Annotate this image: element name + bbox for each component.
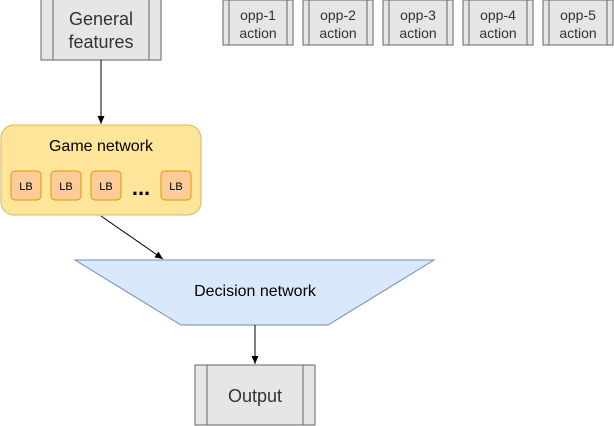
opp-1-line2: action (239, 25, 276, 41)
opp-5-line1: opp-5 (560, 7, 596, 23)
decision-network-label: Decision network (194, 283, 317, 300)
opp-4-line2: action (479, 25, 516, 41)
game-network-box: Game network LB LB LB ... LB (0, 124, 202, 216)
ellipsis: ... (132, 175, 150, 200)
opp-2-action-box: opp-2 action (302, 0, 374, 46)
lb-block: LB (10, 170, 42, 201)
opp-2-line2: action (319, 25, 356, 41)
lb-label: LB (99, 181, 112, 193)
lb-block: LB (160, 170, 192, 201)
lb-block: LB (50, 170, 82, 201)
lb-label: LB (169, 181, 182, 193)
output-box: Output (194, 364, 316, 426)
opp-3-line2: action (399, 25, 436, 41)
decision-network-box: Decision network (73, 259, 436, 326)
general-features-line2: features (68, 32, 133, 52)
arrow-game-to-decision (100, 215, 164, 260)
opp-5-line2: action (559, 25, 596, 41)
opp-4-line1: opp-4 (480, 7, 516, 23)
lb-label: LB (19, 181, 32, 193)
opp-2-line1: opp-2 (320, 7, 356, 23)
opp-4-action-box: opp-4 action (462, 0, 534, 46)
output-label: Output (228, 386, 282, 406)
opp-3-line1: opp-3 (400, 7, 436, 23)
lb-block: LB (90, 170, 122, 201)
opp-1-line1: opp-1 (240, 7, 276, 23)
game-network-title: Game network (49, 138, 154, 155)
opp-5-action-box: opp-5 action (542, 0, 614, 46)
general-features-line1: General (69, 9, 133, 29)
opp-1-action-box: opp-1 action (222, 0, 294, 46)
general-features-box: General features (40, 0, 162, 61)
opp-3-action-box: opp-3 action (382, 0, 454, 46)
lb-label: LB (59, 181, 72, 193)
